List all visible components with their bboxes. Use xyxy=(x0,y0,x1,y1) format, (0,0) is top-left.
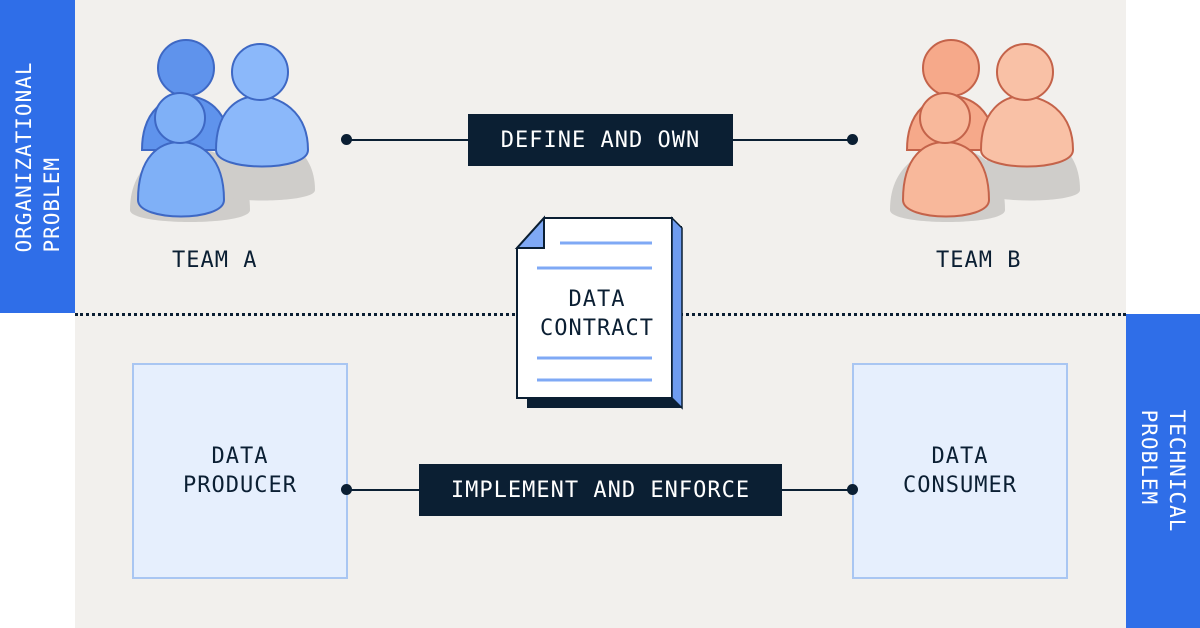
team-b-connector-dot xyxy=(847,134,858,145)
bottom-connector-line-right xyxy=(782,489,853,491)
data-producer-line2: PRODUCER xyxy=(183,473,297,498)
data-contract-document-icon xyxy=(514,215,683,410)
data-contract-title: DATA CONTRACT xyxy=(517,285,677,343)
side-left-line2: PROBLEM xyxy=(39,156,64,253)
data-consumer-line2: CONSUMER xyxy=(903,473,1017,498)
side-right-line2: PROBLEM xyxy=(1137,409,1161,506)
team-a-label: TEAM A xyxy=(172,248,258,273)
data-producer-box: DATA PRODUCER xyxy=(132,363,348,579)
implement-and-enforce-label: IMPLEMENT AND ENFORCE xyxy=(419,464,782,516)
data-consumer-box: DATA CONSUMER xyxy=(852,363,1068,579)
bottom-connector-line-left xyxy=(346,489,422,491)
technical-problem-label: TECHNICAL PROBLEM xyxy=(1135,410,1191,533)
team-a-people-icon xyxy=(130,39,315,222)
side-left-line1: ORGANIZATIONAL xyxy=(11,60,36,253)
top-connector-line-right xyxy=(733,139,853,141)
data-consumer-line1: DATA xyxy=(931,444,989,469)
side-right-line1: TECHNICAL xyxy=(1165,409,1189,533)
data-contract-line2: CONTRACT xyxy=(540,316,654,341)
organizational-problem-label: ORGANIZATIONAL PROBLEM xyxy=(10,61,66,252)
data-producer-line1: DATA xyxy=(211,444,269,469)
consumer-connector-dot xyxy=(847,484,858,495)
technical-problem-tab: TECHNICAL PROBLEM xyxy=(1126,314,1200,628)
team-b-people-icon xyxy=(890,39,1080,222)
organizational-problem-tab: ORGANIZATIONAL PROBLEM xyxy=(0,0,75,313)
data-contract-line1: DATA xyxy=(568,287,626,312)
team-b-label: TEAM B xyxy=(936,248,1022,273)
define-and-own-label: DEFINE AND OWN xyxy=(468,114,733,166)
top-connector-line-left xyxy=(346,139,470,141)
